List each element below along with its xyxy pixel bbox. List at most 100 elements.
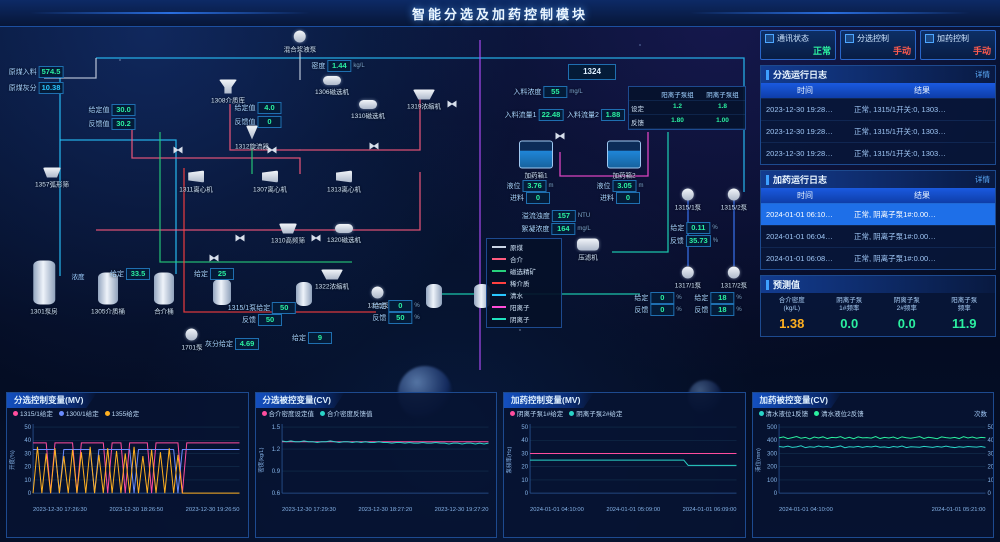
tank-7[interactable]: 加药箱1 xyxy=(519,140,553,180)
pump-group-value: 1.2 xyxy=(655,101,700,115)
legend-item[interactable]: 清水液位2反馈 xyxy=(814,408,864,418)
legend-swatch xyxy=(492,270,506,272)
machine-17[interactable]: 1315/2泵 xyxy=(721,188,747,212)
log-row[interactable]: 2023-12-30 19:28…正常, 1315/1开关:0, 1303… xyxy=(761,142,995,164)
status-button-0[interactable]: 通讯状态正常 xyxy=(760,30,836,60)
chip-unit: m xyxy=(638,183,644,189)
machine-8[interactable]: 1307离心机 xyxy=(253,170,287,194)
legend-item[interactable]: 1315/1给定 xyxy=(13,408,53,418)
machine-19[interactable]: 1317/2泵 xyxy=(721,266,747,290)
prediction-label-1: 阳离子泵 xyxy=(951,297,978,304)
legend-row: 阳离子 xyxy=(492,302,556,312)
chip-unit: mg/L xyxy=(569,89,583,95)
y-tick: 30 xyxy=(521,451,528,457)
legend-label: 清水液位1反馈 xyxy=(765,411,809,418)
chart-title: 加药被控变量(CV) xyxy=(752,393,842,408)
tank-2[interactable]: 合介桶 xyxy=(154,272,174,316)
legend-label: 合介密度反馈值 xyxy=(327,411,373,418)
chip-unit: kg/L xyxy=(353,63,365,69)
chip-label: 给定值 xyxy=(88,107,110,114)
log-row[interactable]: 2023-12-30 19:28…正常, 1315/1开关:0, 1303… xyxy=(761,98,995,120)
tank-5[interactable] xyxy=(426,284,442,308)
legend-item[interactable]: 1355给定 xyxy=(104,408,139,418)
legend-item[interactable]: 阴离子泵1#给定 xyxy=(510,408,563,418)
machine-10[interactable]: 1310高频筛 xyxy=(271,223,305,245)
legend-item[interactable]: 清水液位1反馈 xyxy=(758,408,809,418)
legend-dot xyxy=(58,410,64,416)
machine-1[interactable]: 1308介质库 xyxy=(211,79,245,105)
legend-item[interactable]: 合介密度设定值 xyxy=(261,408,314,418)
machine-18[interactable]: 1317/1泵 xyxy=(675,266,701,290)
y-tick: 1.2 xyxy=(271,447,280,453)
machine-16[interactable]: 1315/1泵 xyxy=(675,188,701,212)
legend-label: 1315/1给定 xyxy=(20,411,53,418)
machine-11[interactable]: 1320磁选机 xyxy=(327,224,361,244)
log-col-header: 时间 xyxy=(797,86,813,95)
y-tick-right: 100 xyxy=(987,478,993,484)
legend-item[interactable]: 合介密度反馈值 xyxy=(320,408,373,418)
y-tick: 50 xyxy=(521,425,528,431)
tank-label: 加药箱1 xyxy=(524,172,548,180)
log-detail-link[interactable]: 详情 xyxy=(975,70,990,79)
legend-item[interactable]: 阴离子泵2#给定 xyxy=(569,408,622,418)
tank-4[interactable] xyxy=(296,282,312,306)
status-button-1[interactable]: 分选控制手动 xyxy=(840,30,916,60)
status-button-row: 通讯状态正常分选控制手动加药控制手动 xyxy=(760,30,996,60)
log-row[interactable]: 2024-01-01 06:10…正常, 阴离子泵1#:0.00… xyxy=(761,203,995,225)
machine-9[interactable]: 1313离心机 xyxy=(327,170,361,194)
prediction-label-2: 1#频率 xyxy=(839,305,860,313)
machine-13[interactable]: 1701泵 xyxy=(182,328,202,352)
y-axis-label: 泵频率(Hz) xyxy=(505,446,513,473)
log-row[interactable]: 2024-01-01 06:04…正常, 阴离子泵1#:0.00… xyxy=(761,225,995,247)
machine-0[interactable]: 混合浆液泵 xyxy=(284,30,316,54)
machine-3[interactable]: 1310磁选机 xyxy=(351,100,385,120)
tank-icon xyxy=(607,140,641,169)
chip-label: 给定 xyxy=(110,271,124,278)
log-cell: 正常, 阴离子泵1#:0.00… xyxy=(854,210,936,219)
log-cell: 正常, 1315/1开关:0, 1303… xyxy=(854,127,946,136)
chip-value: 50 xyxy=(388,312,413,324)
machine-5[interactable]: 1312旋流器 xyxy=(235,125,269,151)
log-row[interactable]: 2023-12-30 19:28…正常, 1315/1开关:0, 1303… xyxy=(761,120,995,142)
machine-12[interactable]: 1322浓缩机 xyxy=(315,269,349,291)
log-detail-link[interactable]: 详情 xyxy=(975,175,990,184)
status-button-2[interactable]: 加药控制手动 xyxy=(920,30,996,60)
tank-0[interactable]: 1301泵房 xyxy=(30,260,58,316)
legend-dot xyxy=(13,410,18,416)
pump-icon xyxy=(294,30,306,43)
prediction-label-2: 2#频率 xyxy=(896,305,917,313)
chip-value: 22.48 xyxy=(538,109,564,121)
tank-8[interactable]: 加药箱2 xyxy=(607,140,641,180)
machine-2[interactable]: 1306磁选机 xyxy=(315,76,349,96)
machine-6[interactable]: 1357弧形筛 xyxy=(35,167,69,189)
machine-15[interactable]: 压滤机 xyxy=(577,238,599,262)
legend-text: 阳离子 xyxy=(510,305,530,312)
drum-icon xyxy=(359,100,377,109)
chip-label: 入料流量1 xyxy=(504,112,537,119)
status-value: 正常 xyxy=(812,46,831,56)
legend-label: 阴离子泵1#给定 xyxy=(517,411,564,418)
y-tick: 10 xyxy=(521,478,528,484)
log-header: 加药运行日志详情 xyxy=(761,171,995,188)
machine-7[interactable]: 1311离心机 xyxy=(179,170,213,194)
log-row[interactable]: 2024-01-01 06:08…正常, 阴离子泵1#:0.00… xyxy=(761,247,995,269)
prediction-label-2: (kg/L) xyxy=(783,305,801,313)
screen-icon xyxy=(279,223,297,234)
machine-4[interactable]: 1319浓缩机 xyxy=(407,89,441,111)
legend-item[interactable]: 1300/1给定 xyxy=(58,408,99,418)
